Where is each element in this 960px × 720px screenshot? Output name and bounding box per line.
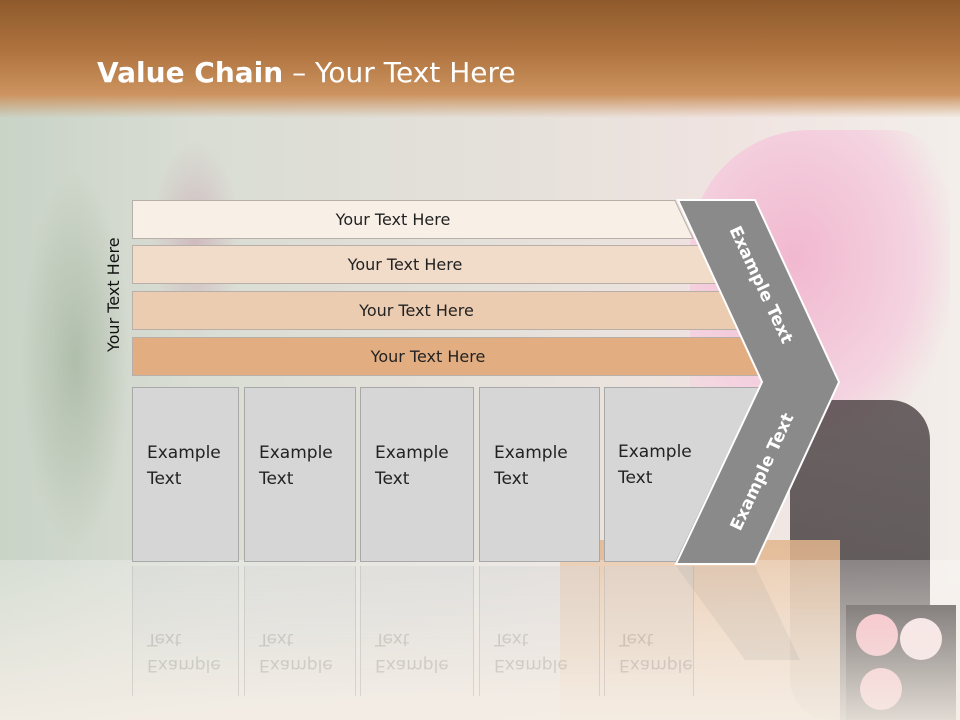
value-bar-4[interactable]: Your Text Here bbox=[132, 337, 764, 376]
background-figure-left bbox=[20, 170, 130, 550]
box-text-line2: Text bbox=[494, 469, 529, 489]
floor-fade bbox=[0, 560, 960, 720]
box-text-line1: Example bbox=[259, 443, 333, 463]
box-text-line2: Text bbox=[375, 469, 410, 489]
title-bold: Value Chain bbox=[97, 56, 284, 89]
bar-label: Your Text Here bbox=[335, 210, 451, 229]
bar-label: Your Text Here bbox=[347, 255, 463, 274]
side-label-text: Your Text Here bbox=[104, 237, 123, 352]
value-bar-2[interactable]: Your Text Here bbox=[132, 245, 718, 284]
bar-label: Your Text Here bbox=[359, 301, 474, 320]
bar-label: Your Text Here bbox=[370, 347, 486, 366]
title-rest: – Your Text Here bbox=[283, 56, 516, 89]
box-text-line2: Text bbox=[618, 468, 653, 488]
box-text-line2: Text bbox=[147, 469, 182, 489]
title-bar bbox=[0, 0, 960, 118]
value-bar-3[interactable]: Your Text Here bbox=[132, 291, 741, 330]
box-text-line2: Text bbox=[259, 469, 294, 489]
box-text-line1: Example bbox=[375, 443, 449, 463]
box-text-line1: Example bbox=[494, 443, 568, 463]
slide-title[interactable]: Value Chain – Your Text Here bbox=[97, 56, 516, 89]
value-bar-1[interactable]: Your Text Here bbox=[132, 200, 694, 239]
box-text-line1: Example bbox=[618, 442, 692, 462]
box-text-line1: Example bbox=[147, 443, 221, 463]
